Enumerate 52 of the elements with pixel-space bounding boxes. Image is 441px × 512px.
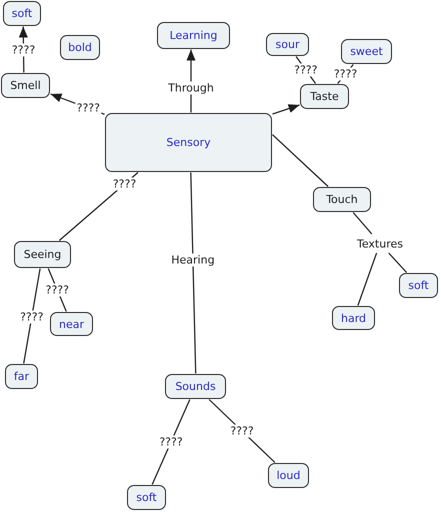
- concept-box: [341, 39, 392, 64]
- concept-text: Touch: [326, 193, 358, 206]
- linking-phrase: Textures: [357, 237, 403, 250]
- edge-label: ????: [158, 436, 184, 448]
- concept-text: Seeing: [24, 248, 62, 261]
- edge-label: ????: [332, 68, 358, 80]
- concept-box: [165, 374, 226, 399]
- concept-text: Taste: [310, 90, 339, 103]
- concept-box: [60, 35, 100, 60]
- connector-line: [272, 134, 328, 187]
- concept-text: hard: [340, 312, 366, 324]
- edge-label: ????: [293, 64, 318, 76]
- edge-label: ????: [10, 43, 36, 56]
- concept-box: [268, 463, 309, 488]
- concept-box: [300, 84, 349, 109]
- concept-text: Smell: [10, 79, 41, 92]
- edge-label: ????: [76, 102, 101, 115]
- connector-line: [352, 212, 372, 234]
- concept-box: [1, 73, 50, 98]
- arrow: [272, 104, 300, 115]
- concept-text: Learning: [170, 29, 218, 42]
- edge-label: ????: [112, 178, 138, 191]
- connector-line: [357, 252, 378, 306]
- concept-box: [332, 306, 375, 330]
- edge-label: Through: [167, 81, 215, 94]
- concept-box: [105, 113, 272, 172]
- connector-line: [388, 252, 408, 273]
- concept-box: [14, 241, 71, 268]
- concept-text: sour: [276, 38, 300, 51]
- concept-text: near: [58, 318, 84, 330]
- concept-text: Sounds: [175, 380, 216, 393]
- concept-text: far: [14, 370, 30, 383]
- concept-box: [157, 22, 230, 49]
- edge-label: Hearing: [170, 254, 216, 267]
- concept-text: sweet: [350, 45, 383, 58]
- concept-text: soft: [136, 491, 157, 504]
- concept-text: bold: [68, 41, 92, 54]
- connector-line: [190, 172, 196, 374]
- concept-box: [313, 187, 371, 212]
- concept-box: [3, 1, 41, 26]
- concept-box: [5, 364, 38, 389]
- edge-label: ????: [44, 284, 70, 296]
- concept-text: Sensory: [166, 136, 211, 149]
- edge-label: ????: [229, 424, 255, 438]
- concept-text: soft: [408, 279, 429, 292]
- concept-text: loud: [276, 469, 300, 482]
- concept-text: soft: [12, 7, 32, 20]
- edge-label: ????: [19, 310, 44, 324]
- concept-box: [127, 485, 166, 510]
- concept-box: [399, 273, 438, 298]
- concept-box: [266, 33, 309, 56]
- concept-box: [50, 312, 93, 336]
